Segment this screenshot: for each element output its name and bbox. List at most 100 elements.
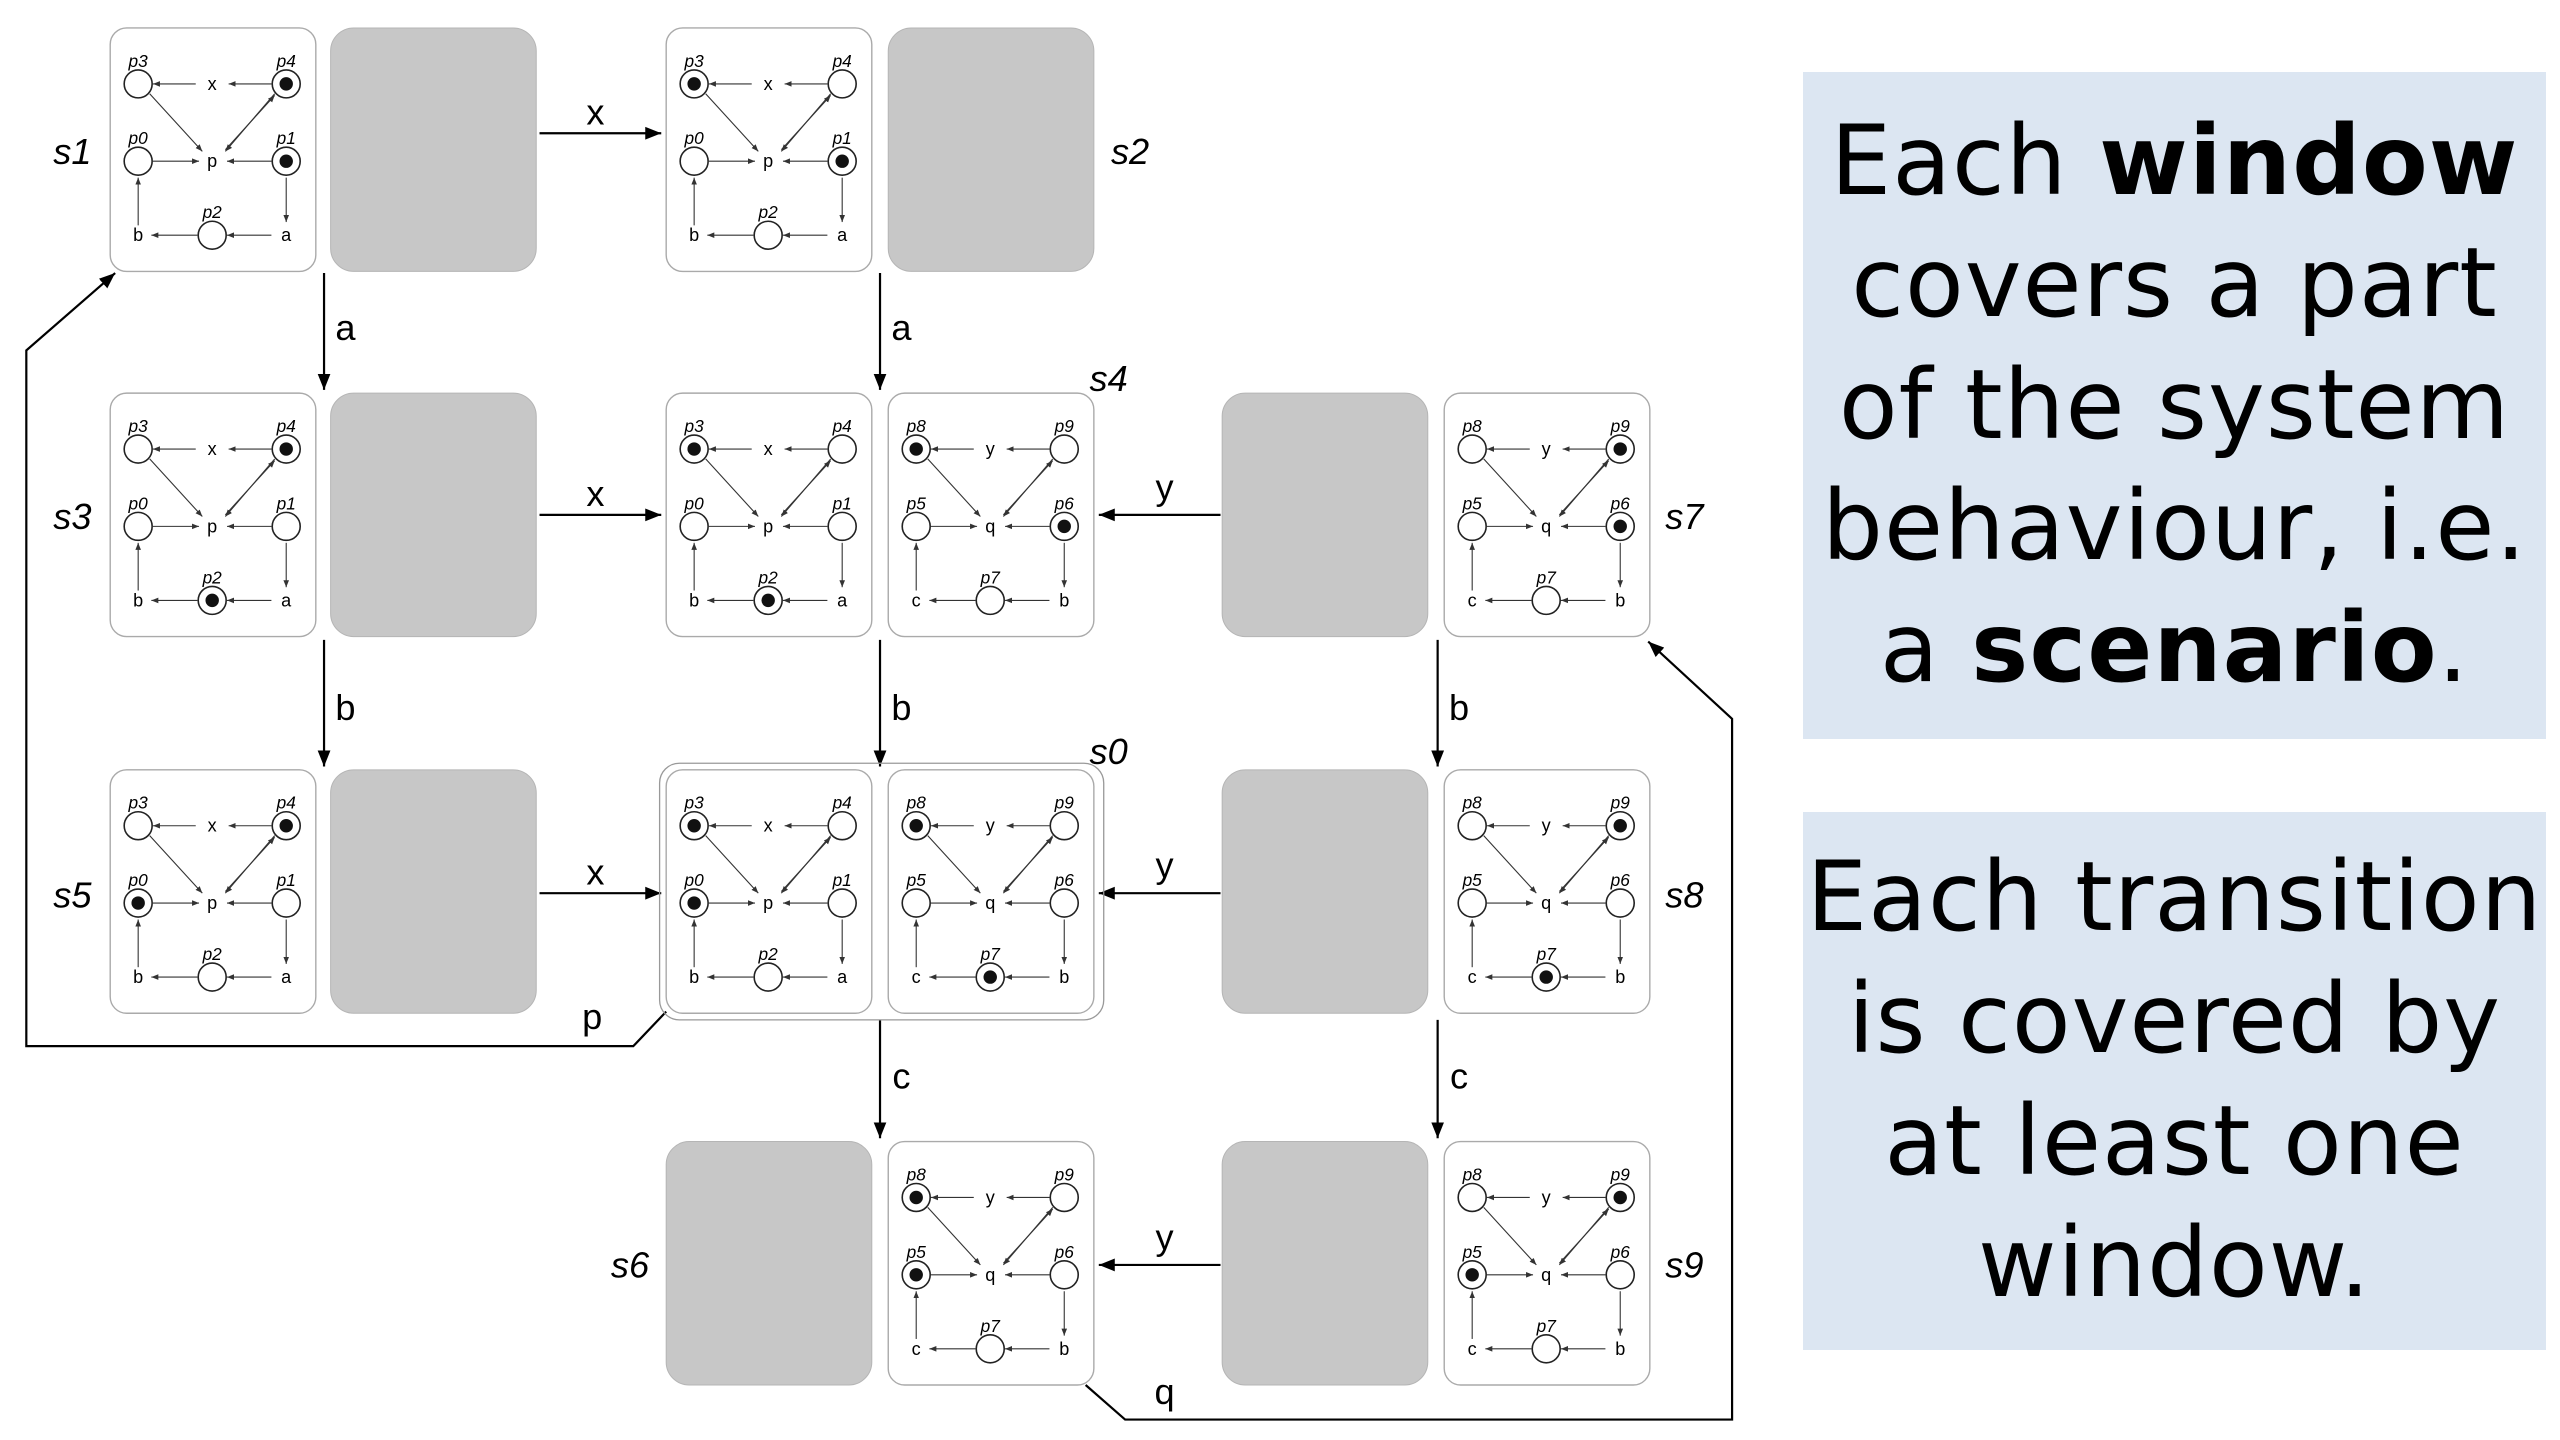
place-label: p2: [202, 567, 223, 587]
transition-label: p: [207, 893, 217, 913]
state-label-s5: s5: [53, 874, 92, 915]
window-s7-net: [1443, 392, 1651, 638]
place-label: p9: [1054, 1164, 1075, 1184]
transition-label-s8-s0: y: [1156, 845, 1175, 886]
transition-label: x: [764, 439, 773, 459]
place-p0: [123, 511, 153, 542]
token: [279, 154, 293, 168]
place-p6: [1605, 888, 1636, 918]
place-label: p3: [684, 416, 705, 436]
transition-label: x: [208, 439, 217, 459]
token: [1613, 819, 1627, 833]
transition-label-s7-s4: y: [1156, 466, 1175, 507]
note2-line3: at least one: [1884, 1085, 2465, 1197]
token: [835, 154, 849, 168]
window-s9-net: [1443, 1140, 1651, 1386]
arc: [927, 835, 981, 894]
window-s0-right: [887, 769, 1095, 1014]
place-p2: [197, 220, 227, 251]
token: [687, 442, 701, 456]
token: [279, 442, 293, 456]
transition-label: q: [985, 893, 995, 913]
state-label-s0: s0: [1090, 731, 1128, 772]
arc: [1483, 835, 1537, 894]
transition-label-s1-s2: x: [586, 91, 604, 132]
place-p0: [123, 146, 153, 176]
place-label: p5: [906, 1242, 927, 1262]
transition-label: x: [764, 74, 773, 94]
place-label: p2: [758, 202, 779, 222]
place-label: p9: [1610, 793, 1631, 813]
place-label: p7: [1536, 567, 1558, 587]
place-p1: [271, 511, 301, 542]
place-p4: [827, 434, 857, 464]
token: [687, 819, 701, 833]
transition-label: b: [133, 225, 143, 245]
place-label: p9: [1054, 416, 1075, 436]
note1-line2: covers a part: [1851, 226, 2498, 339]
token: [205, 593, 219, 608]
state-label-s4: s4: [1090, 358, 1128, 399]
place-label: p0: [128, 870, 149, 890]
place-label: p2: [202, 202, 223, 222]
place-p2: [197, 962, 227, 992]
transition-label: c: [1468, 967, 1477, 987]
place-label: p5: [906, 493, 927, 513]
note1-line4: behaviour, i.e.: [1822, 470, 2527, 583]
place-p9: [1049, 810, 1080, 841]
transition-label-s5-s0: x: [586, 851, 604, 892]
transition-label: q: [985, 516, 995, 536]
place-label: p8: [1462, 1164, 1483, 1184]
window-s0-left: [665, 769, 873, 1014]
place-p9: [1049, 1182, 1080, 1213]
place-label: p0: [684, 128, 705, 148]
transition-label: a: [837, 225, 848, 245]
transition-label: b: [1059, 967, 1069, 987]
place-p1: [827, 888, 857, 918]
place-label: p7: [1536, 1316, 1558, 1336]
note1-line3: of the system: [1838, 348, 2511, 461]
place-p9: [1049, 434, 1080, 464]
place-label: p1: [276, 493, 296, 513]
token: [1539, 970, 1553, 984]
place-label: p0: [128, 493, 149, 513]
arc: [1002, 836, 1054, 892]
arc: [1002, 460, 1054, 516]
transition-label: b: [689, 225, 699, 245]
transition-label: b: [133, 967, 143, 987]
place-label: p5: [906, 870, 927, 890]
place-label: p2: [758, 944, 779, 964]
arc: [224, 95, 276, 151]
place-label: p6: [1054, 493, 1075, 513]
window-s2-hidden: [887, 27, 1095, 272]
transition-label: y: [1542, 1187, 1551, 1207]
state-label-s2: s2: [1111, 131, 1149, 172]
window-s6-net: [887, 1140, 1095, 1386]
note2-line1: Each transition: [1806, 841, 2543, 954]
place-label: p7: [1536, 944, 1558, 964]
arc: [780, 95, 832, 151]
token: [1057, 519, 1071, 534]
place-label: p2: [202, 944, 223, 964]
arc: [149, 93, 203, 152]
window-s4-left: [665, 392, 873, 638]
place-label: p6: [1054, 1242, 1075, 1262]
token: [1613, 442, 1627, 456]
transition-label-s3-s5: b: [335, 687, 355, 728]
token: [909, 1268, 923, 1282]
window-s5-net: [109, 769, 317, 1014]
place-p4: [827, 69, 857, 99]
state-label-s9: s9: [1665, 1244, 1703, 1285]
window-s2-net: [665, 27, 873, 273]
place-p2: [753, 220, 783, 251]
transition-label: a: [281, 590, 292, 610]
place-label: p8: [1462, 416, 1483, 436]
place-label: p4: [276, 51, 296, 71]
transition-label-s7-s8: b: [1449, 687, 1469, 728]
